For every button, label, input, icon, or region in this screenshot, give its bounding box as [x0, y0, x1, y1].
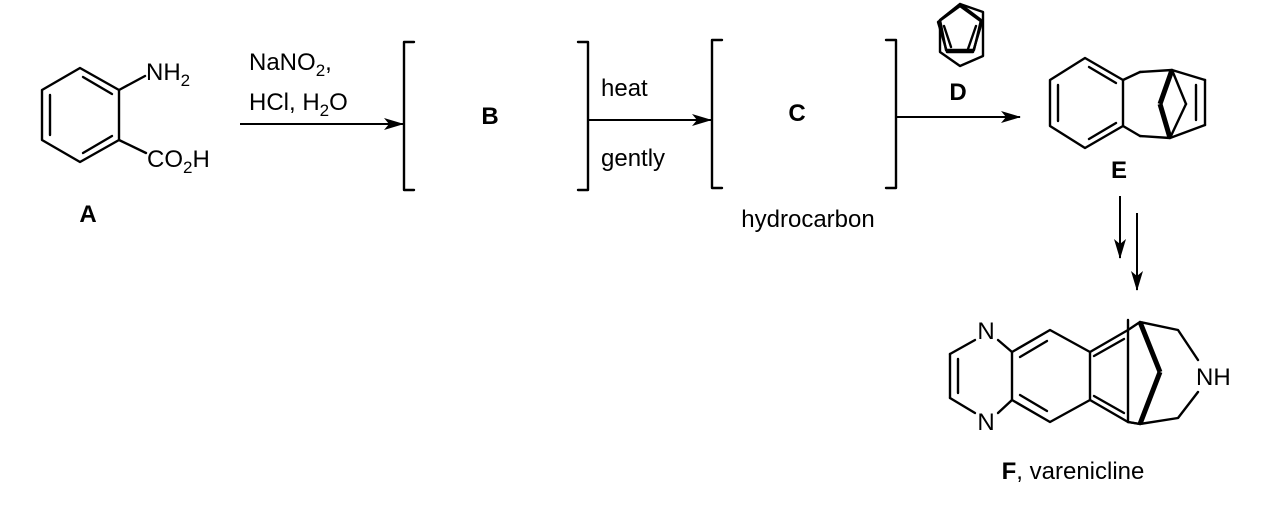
compound-d-structure [936, 2, 985, 68]
compound-e-structure [1048, 56, 1207, 150]
pyrazine-n-top-label: N [977, 318, 994, 345]
compound-e-label: E [1111, 157, 1127, 184]
step1-reagent-line2: HCl, H2O [249, 89, 348, 120]
compound-c-note: hydrocarbon [741, 206, 874, 233]
bracket-b-left [402, 40, 416, 192]
compound-d-label: D [949, 79, 966, 106]
amino-group-label: NH2 [146, 59, 190, 90]
step2-condition-heat: heat [601, 75, 648, 102]
carboxyl-group-label: CO2H [147, 146, 210, 177]
compound-a-label: A [79, 201, 96, 228]
compound-a-structure: NH2 CO2H [40, 59, 210, 177]
compound-f-caption: F, varenicline [1002, 458, 1145, 485]
pyrazine-n-bottom-label: N [977, 409, 994, 436]
bracket-c-right [884, 38, 898, 190]
amine-nh-label: NH [1196, 364, 1231, 391]
step1-reagent-line1: NaNO2, [249, 49, 332, 80]
bracket-b-right [576, 40, 590, 192]
bracket-c-left [710, 38, 724, 190]
compound-b-label: B [481, 103, 498, 130]
step2-condition-gently: gently [601, 145, 665, 172]
compound-f-structure [948, 318, 1200, 426]
compound-c-label: C [788, 100, 805, 127]
